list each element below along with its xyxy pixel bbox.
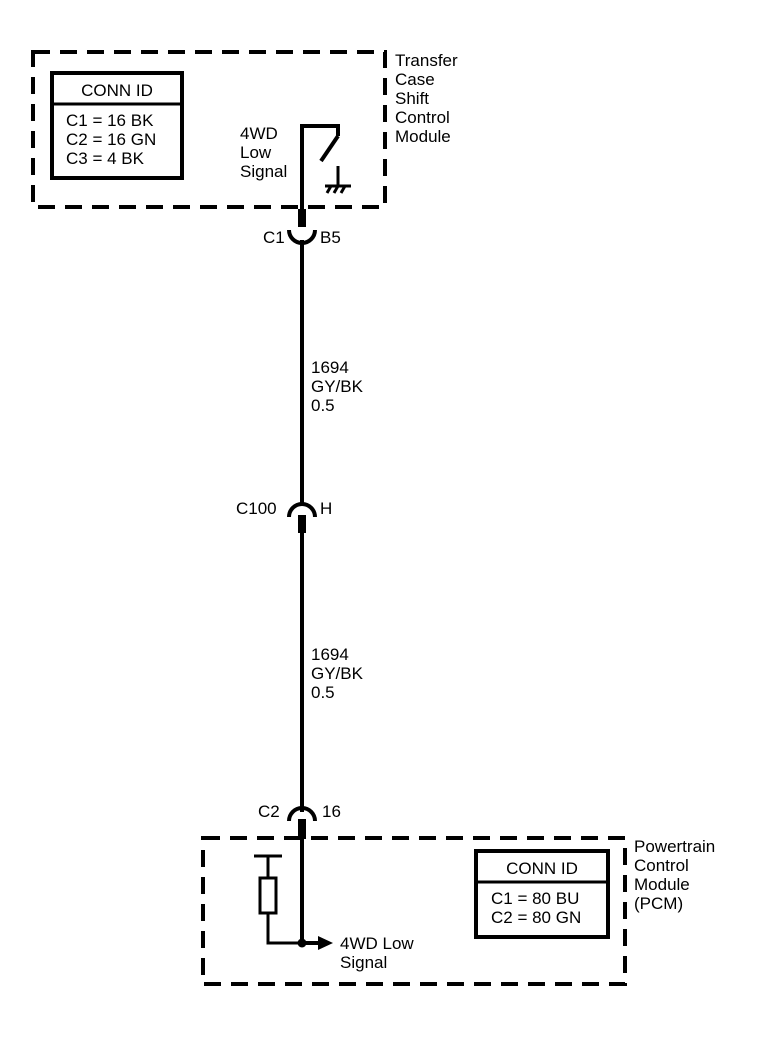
tcscm-name-line: Control xyxy=(395,108,450,127)
tcscm-conn-id-title: CONN ID xyxy=(81,81,153,100)
tcscm-conn-id-table: CONN ID C1 = 16 BK C2 = 16 GN C3 = 4 BK xyxy=(50,71,184,180)
tcscm-name-line: Transfer xyxy=(395,51,458,70)
connector-pin-icon xyxy=(298,209,306,227)
connector-c100-pin: H xyxy=(320,499,332,518)
tcscm-name-line: Shift xyxy=(395,89,429,108)
pcm-module: Powertrain Control Module (PCM) CONN ID … xyxy=(201,836,715,986)
pcm-name-line: Control xyxy=(634,856,689,875)
connector-c2-id: C2 xyxy=(258,802,280,821)
switch-label: 4WD Low Signal xyxy=(240,124,287,181)
switch-label-line: Low xyxy=(240,143,272,162)
tcscm-dashed-boundary xyxy=(31,50,387,209)
switch-label-line: 4WD xyxy=(240,124,278,143)
connector-cap-icon xyxy=(287,806,317,822)
pcm-conn-id-table: CONN ID C1 = 80 BU C2 = 80 GN xyxy=(474,849,610,939)
tcscm-name: Transfer Case Shift Control Module xyxy=(395,51,458,146)
pcm-name-line: (PCM) xyxy=(634,894,683,913)
tcscm-conn-row: C3 = 4 BK xyxy=(66,149,145,168)
connector-pin-icon xyxy=(298,819,306,839)
pcm-conn-id-title: CONN ID xyxy=(506,859,578,878)
wire-upper-color: GY/BK xyxy=(311,377,364,396)
wire-lower-color: GY/BK xyxy=(311,664,364,683)
resistor-icon xyxy=(254,854,302,945)
wire-upper-gauge: 0.5 xyxy=(311,396,335,415)
pcm-name-line: Powertrain xyxy=(634,837,715,856)
connector-c1-id: C1 xyxy=(263,228,285,247)
switch-label-line: Signal xyxy=(240,162,287,181)
connector-cap-icon xyxy=(287,502,317,518)
pcm-name-line: Module xyxy=(634,875,690,894)
wire-lower-gauge: 0.5 xyxy=(311,683,335,702)
pcm-dashed-boundary xyxy=(201,836,627,986)
pcm-signal-label-line: Signal xyxy=(340,953,387,972)
wire-lower-label: 1694 GY/BK 0.5 xyxy=(311,645,364,702)
tcscm-module: CONN ID C1 = 16 BK C2 = 16 GN C3 = 4 BK … xyxy=(31,50,458,210)
connector-pin-icon xyxy=(298,515,306,533)
connector-c2-pin: 16 xyxy=(322,802,341,821)
pcm-conn-row: C1 = 80 BU xyxy=(491,889,579,908)
wire-lower-circuit: 1694 xyxy=(311,645,349,664)
switch-to-ground-icon xyxy=(300,124,351,210)
pcm-name: Powertrain Control Module (PCM) xyxy=(634,837,715,913)
pcm-conn-row: C2 = 80 GN xyxy=(491,908,581,927)
wire-upper-label: 1694 GY/BK 0.5 xyxy=(311,358,364,415)
signal-arrow-icon xyxy=(318,936,333,950)
wire-upper-circuit: 1694 xyxy=(311,358,349,377)
pcm-signal-label: 4WD Low Signal xyxy=(340,934,414,972)
connector-c100: C100 H xyxy=(236,499,332,533)
tcscm-name-line: Module xyxy=(395,127,451,146)
tcscm-name-line: Case xyxy=(395,70,435,89)
connector-c100-id: C100 xyxy=(236,499,277,518)
tcscm-conn-row: C1 = 16 BK xyxy=(66,111,154,130)
pcm-signal-label-line: 4WD Low xyxy=(340,934,414,953)
connector-c1-pin: B5 xyxy=(320,228,341,247)
connector-c2: C2 16 xyxy=(258,802,341,839)
tcscm-conn-row: C2 = 16 GN xyxy=(66,130,156,149)
